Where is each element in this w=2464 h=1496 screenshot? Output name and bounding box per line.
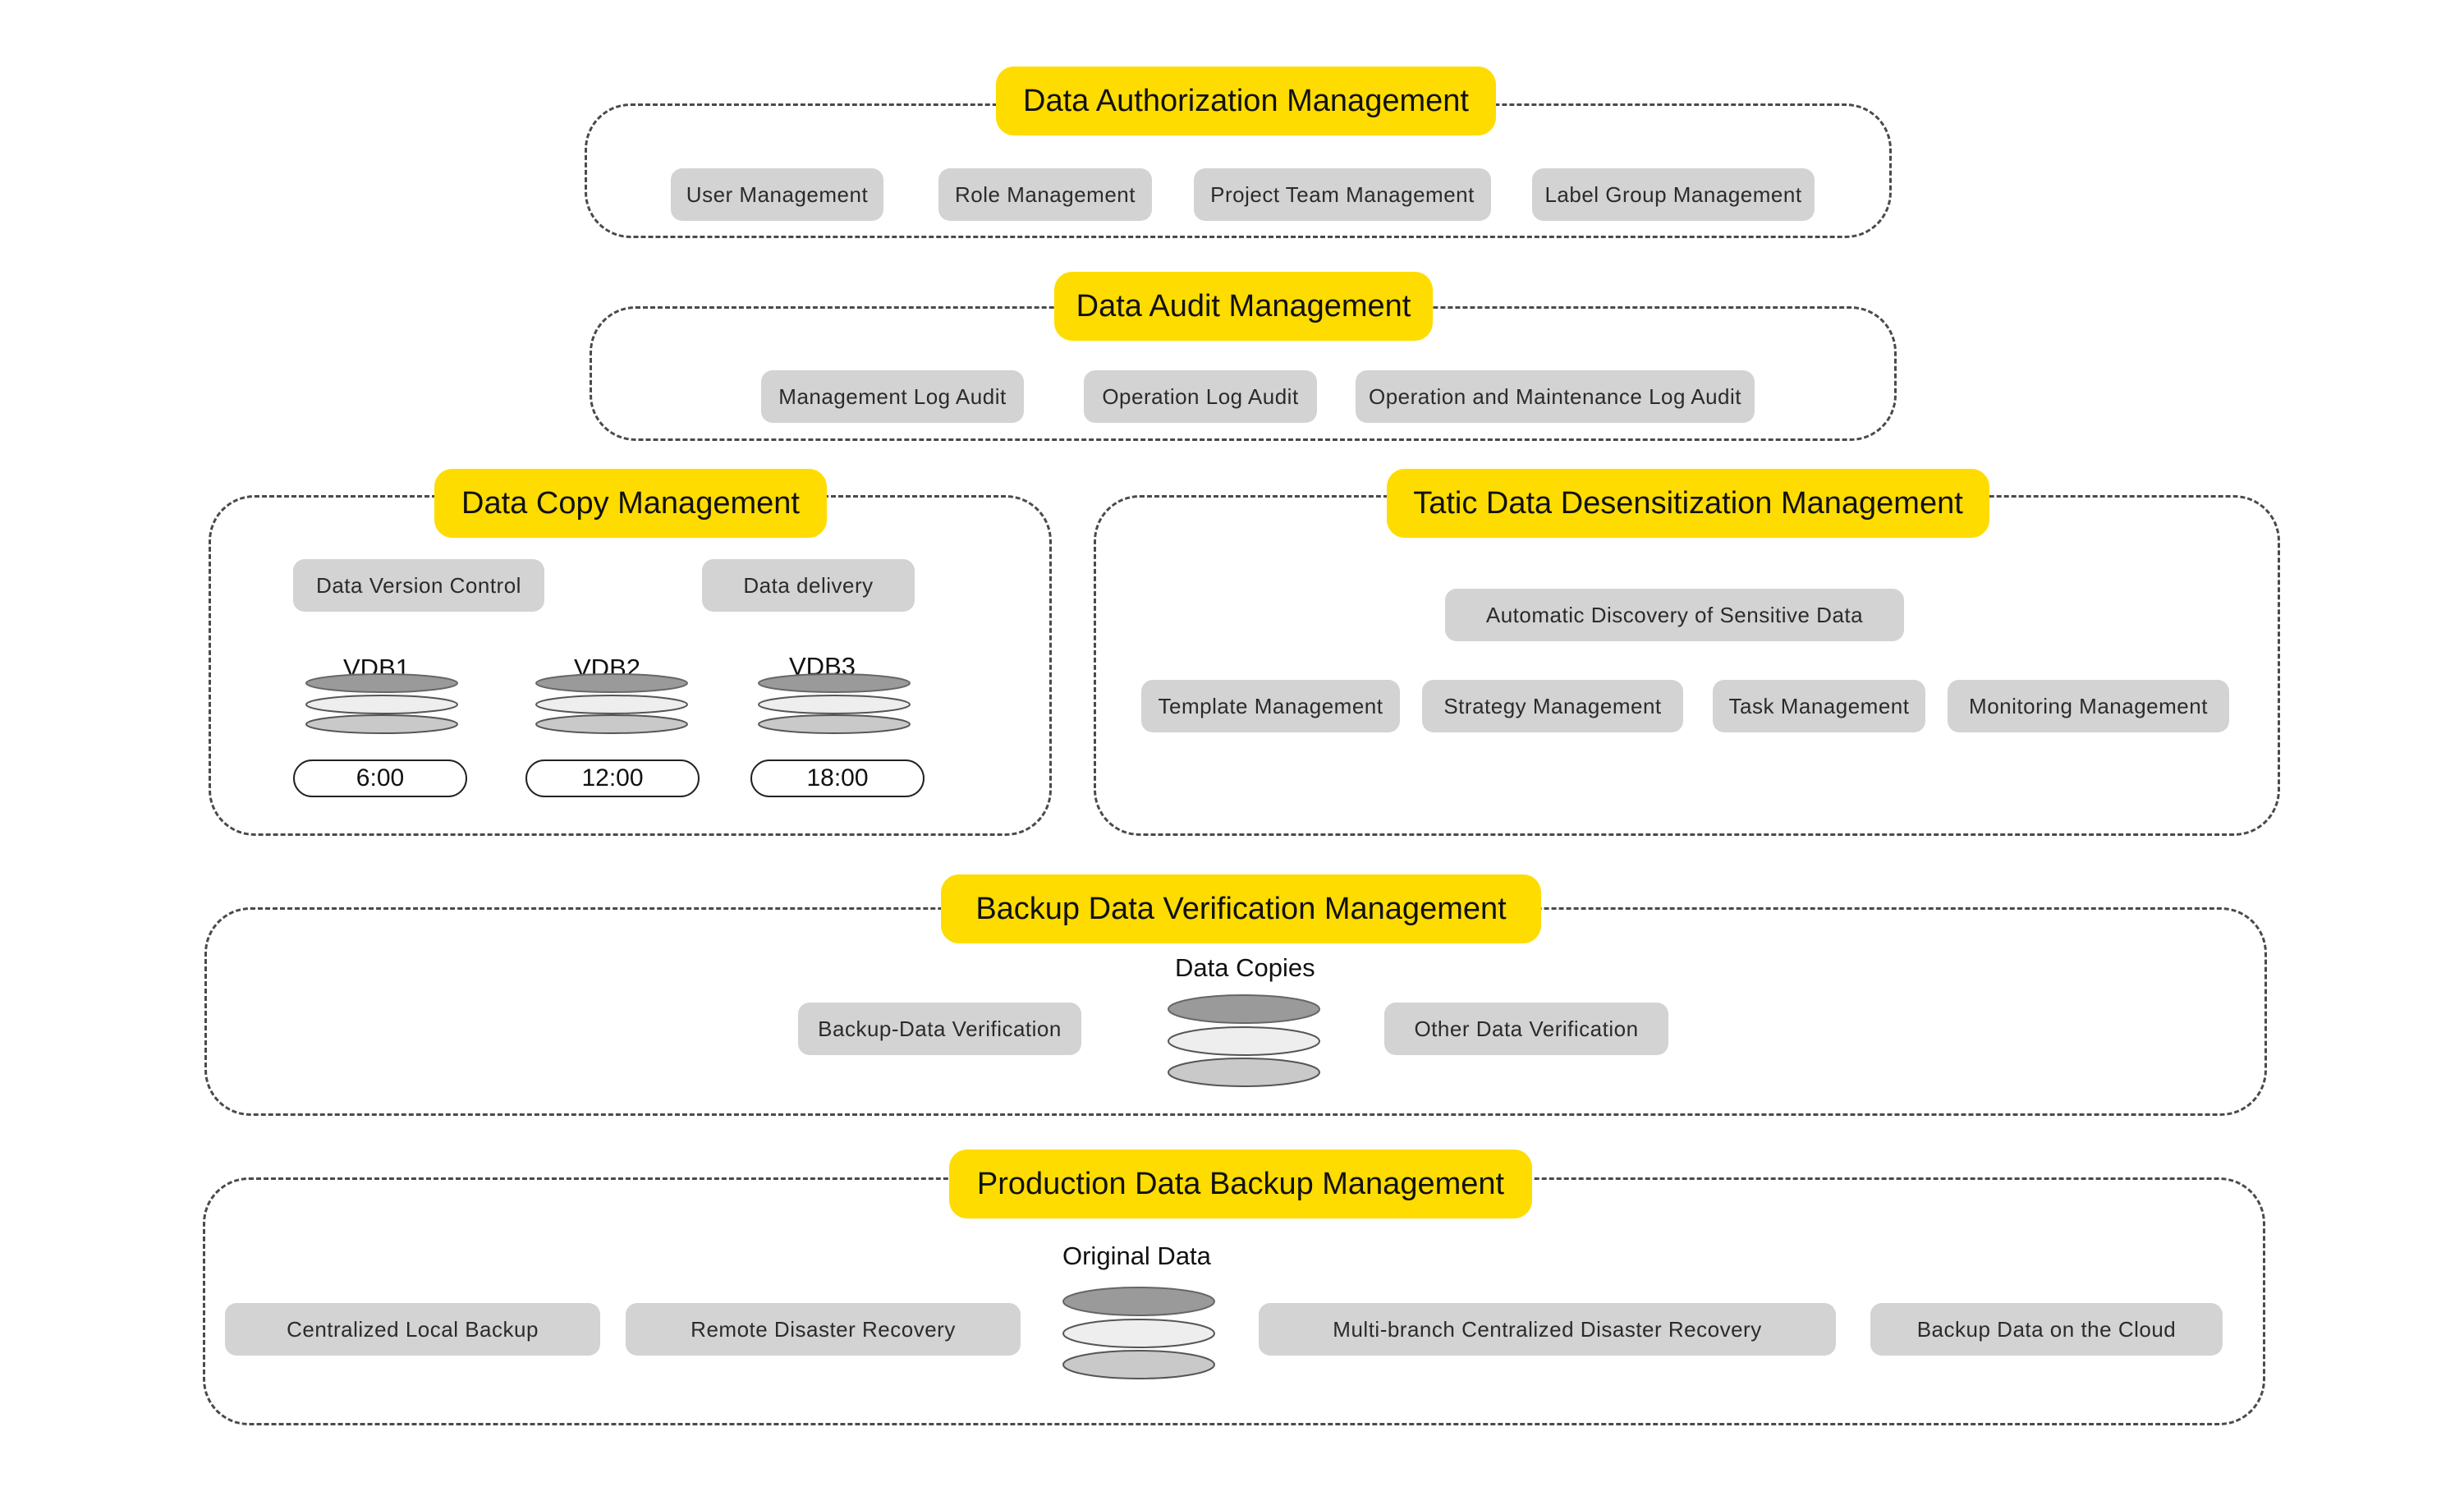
vdb1-time: 6:00 [293, 759, 467, 797]
role-management-chip[interactable]: Role Management [938, 168, 1152, 221]
project-team-management-chip[interactable]: Project Team Management [1194, 168, 1491, 221]
user-management-chip[interactable]: User Management [671, 168, 883, 221]
backup-title: Production Data Backup Management [949, 1150, 1532, 1218]
task-management-chip[interactable]: Task Management [1713, 680, 1925, 732]
operation-maintenance-log-audit-chip[interactable]: Operation and Maintenance Log Audit [1356, 370, 1755, 423]
centralized-local-backup-chip[interactable]: Centralized Local Backup [225, 1303, 600, 1356]
vdb3-time: 18:00 [750, 759, 925, 797]
copy-title: Data Copy Management [434, 469, 827, 538]
authorization-title: Data Authorization Management [996, 67, 1496, 135]
operation-log-audit-chip[interactable]: Operation Log Audit [1084, 370, 1317, 423]
vdb2-time: 12:00 [525, 759, 700, 797]
vdb3-database-icon [758, 673, 911, 734]
original-data-database-icon [1062, 1287, 1215, 1379]
strategy-management-chip[interactable]: Strategy Management [1422, 680, 1683, 732]
data-version-control-chip[interactable]: Data Version Control [293, 559, 544, 612]
audit-title: Data Audit Management [1054, 272, 1433, 341]
monitoring-management-chip[interactable]: Monitoring Management [1948, 680, 2229, 732]
data-delivery-chip[interactable]: Data delivery [702, 559, 915, 612]
remote-disaster-recovery-chip[interactable]: Remote Disaster Recovery [626, 1303, 1021, 1356]
backup-data-verification-chip[interactable]: Backup-Data Verification [798, 1003, 1081, 1055]
desensitization-group [1094, 495, 2280, 836]
template-management-chip[interactable]: Template Management [1141, 680, 1400, 732]
vdb2-database-icon [535, 673, 688, 734]
other-data-verification-chip[interactable]: Other Data Verification [1384, 1003, 1668, 1055]
desensitization-title: Tatic Data Desensitization Management [1387, 469, 1989, 538]
original-data-label: Original Data [1062, 1241, 1211, 1270]
sensitive-data-discovery-chip[interactable]: Automatic Discovery of Sensitive Data [1445, 589, 1904, 641]
data-copies-label: Data Copies [1175, 953, 1315, 982]
vdb1-database-icon [305, 673, 458, 734]
multi-branch-disaster-recovery-chip[interactable]: Multi-branch Centralized Disaster Recove… [1259, 1303, 1836, 1356]
backup-data-cloud-chip[interactable]: Backup Data on the Cloud [1870, 1303, 2223, 1356]
verification-title: Backup Data Verification Management [941, 874, 1541, 943]
data-copies-database-icon [1168, 994, 1320, 1087]
management-log-audit-chip[interactable]: Management Log Audit [761, 370, 1024, 423]
label-group-management-chip[interactable]: Label Group Management [1532, 168, 1815, 221]
